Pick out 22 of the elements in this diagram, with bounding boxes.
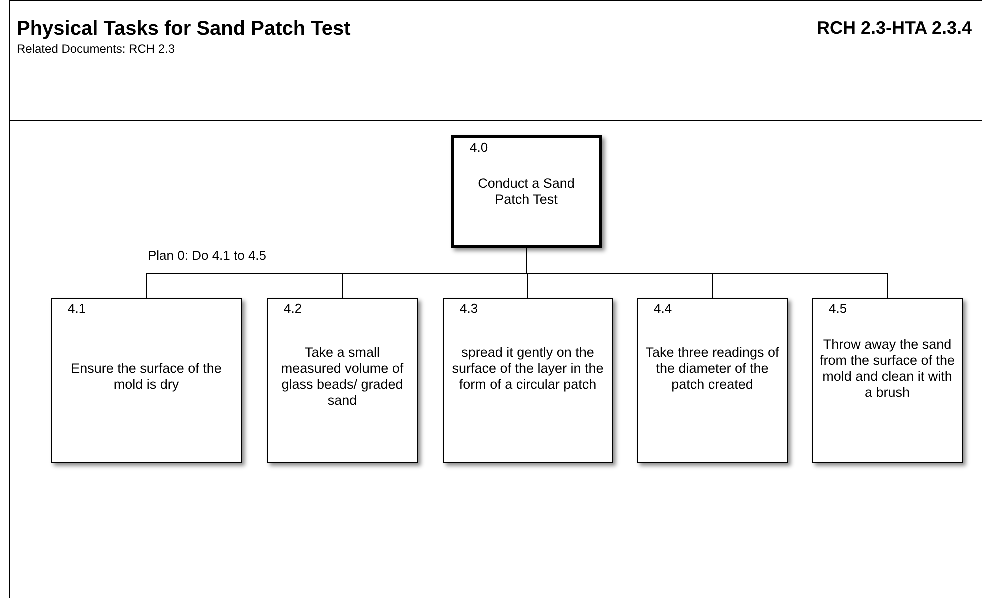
subtask-box	[267, 298, 418, 463]
subtask-box	[443, 298, 613, 463]
task-number: 4.2	[284, 301, 302, 316]
diagram-title: Physical Tasks for Sand Patch Test	[17, 18, 351, 41]
task-number: 4.0	[470, 140, 488, 155]
task-number: 4.3	[460, 301, 478, 316]
plan-label: Plan 0: Do 4.1 to 4.5	[148, 248, 267, 263]
task-number: 4.4	[654, 301, 672, 316]
task-number: 4.1	[68, 301, 86, 316]
subtask-box	[812, 298, 963, 463]
document-code: RCH 2.3-HTA 2.3.4	[816, 18, 972, 39]
task-text: Take three readings of the diameter of the patch created	[644, 345, 780, 393]
task-text: Ensure the surface of the mold is dry	[70, 361, 223, 393]
task-text: Throw away the sand from the surface of the mold and clean it with a brush	[819, 337, 956, 401]
task-text: spread it gently on the surface of the layer in the form of a circular patch	[451, 345, 605, 393]
header-note: Related Documents: RCH 2.3	[17, 42, 176, 56]
task-box	[451, 135, 602, 248]
task-text: Conduct a Sand Patch Test	[477, 176, 576, 208]
subtask-box	[637, 298, 788, 463]
subtask-box	[51, 298, 242, 463]
task-number: 4.5	[829, 301, 848, 316]
task-text: Take a small measured volume of glass beads/ graded sand	[280, 345, 405, 409]
